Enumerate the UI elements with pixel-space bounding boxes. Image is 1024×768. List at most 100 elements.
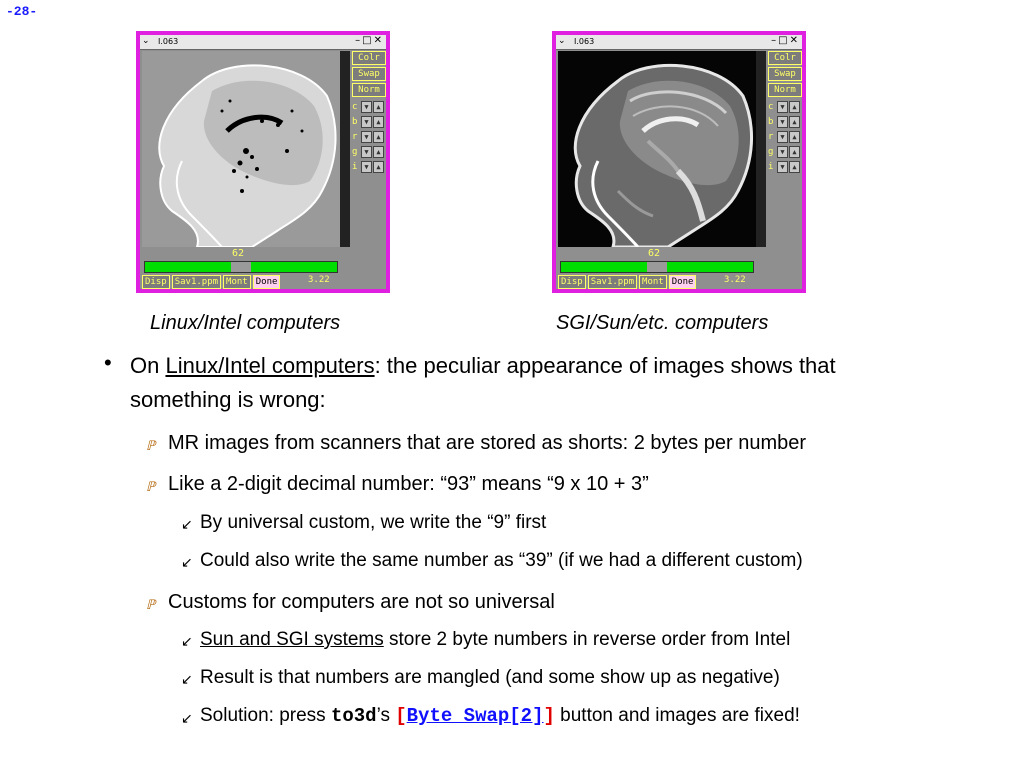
up-arrow-icon[interactable]: ▲ bbox=[789, 115, 800, 128]
sub-bullet-icon: ℙ bbox=[146, 479, 156, 494]
down-arrow-icon[interactable]: ▼ bbox=[361, 115, 372, 128]
arrow-row-label: i bbox=[352, 161, 358, 172]
slice-value: 62 bbox=[232, 248, 245, 259]
caption-linux: Linux/Intel computers bbox=[150, 312, 341, 334]
window-menu-icon[interactable]: ⌄ bbox=[558, 36, 566, 46]
disp-button[interactable]: Disp bbox=[558, 275, 586, 289]
bullet-dot-icon: • bbox=[104, 350, 112, 375]
linux-intel-link[interactable]: Linux/Intel computers bbox=[165, 353, 375, 378]
up-arrow-icon[interactable]: ▲ bbox=[373, 100, 384, 113]
down-arrow-icon[interactable]: ▼ bbox=[777, 130, 788, 143]
slice-value: 62 bbox=[648, 248, 661, 259]
arrow-bullet-icon: ↙ bbox=[181, 633, 193, 649]
sub-bullet-icon: ℙ bbox=[146, 438, 156, 453]
image-viewer-window-sgi[interactable]: ⌄ I.063 –□✕ Colr Swap Norm c▼▲ b▼▲ r▼▲ g… bbox=[552, 31, 806, 293]
close-icon[interactable]: ✕ bbox=[789, 35, 800, 46]
colr-button[interactable]: Colr bbox=[768, 51, 802, 65]
window-menu-icon[interactable]: ⌄ bbox=[142, 36, 150, 46]
down-arrow-icon[interactable]: ▼ bbox=[777, 145, 788, 158]
down-arrow-icon[interactable]: ▼ bbox=[777, 115, 788, 128]
norm-button[interactable]: Norm bbox=[768, 83, 802, 97]
solution-apostrophe: ’s bbox=[376, 705, 396, 726]
arrow-row-label: i bbox=[768, 161, 774, 172]
image-viewer-window-linux[interactable]: ⌄ I.063 –□✕ Colr Swap Norm c▼▲ b▼▲ r▼▲ g… bbox=[136, 31, 390, 293]
slider-thumb[interactable] bbox=[647, 262, 667, 272]
side-controls: Colr Swap Norm c▼▲ b▼▲ r▼▲ g▼▲ i▼▲ bbox=[768, 51, 802, 174]
up-arrow-icon[interactable]: ▲ bbox=[789, 130, 800, 143]
up-arrow-icon[interactable]: ▲ bbox=[789, 160, 800, 173]
brain-mri-image-mangled[interactable] bbox=[142, 51, 340, 247]
save-ppm-button[interactable]: Sav1.ppm bbox=[171, 275, 222, 289]
sub-bullet-2: Like a 2-digit decimal number: “93” mean… bbox=[168, 473, 649, 495]
bullet-1-text: : the peculiar appearance of images show… bbox=[374, 353, 836, 378]
done-button[interactable]: Done bbox=[252, 275, 281, 289]
slice-slider[interactable] bbox=[144, 261, 338, 273]
down-arrow-icon[interactable]: ▼ bbox=[361, 160, 372, 173]
sub-bullet-2a: By universal custom, we write the “9” fi… bbox=[200, 512, 547, 533]
sun-sgi-link[interactable]: Sun and SGI systems bbox=[200, 629, 384, 650]
bullet-1-prefix: On bbox=[130, 353, 166, 378]
colorbar-strip[interactable] bbox=[756, 51, 766, 247]
bracket-close: ] bbox=[543, 705, 555, 727]
window-title: I.063 bbox=[158, 37, 179, 46]
to3d-program-name: to3d bbox=[330, 705, 377, 727]
arrow-bullet-icon: ↙ bbox=[181, 516, 193, 532]
up-arrow-icon[interactable]: ▲ bbox=[789, 145, 800, 158]
up-arrow-icon[interactable]: ▲ bbox=[373, 160, 384, 173]
arrow-row-label: g bbox=[768, 146, 774, 157]
coordinate-readout: 3.22 bbox=[724, 275, 746, 285]
mont-button[interactable]: Mont bbox=[639, 275, 667, 289]
down-arrow-icon[interactable]: ▼ bbox=[361, 130, 372, 143]
window-titlebar[interactable]: ⌄ I.063 –□✕ bbox=[556, 35, 802, 50]
down-arrow-icon[interactable]: ▼ bbox=[777, 100, 788, 113]
save-ppm-button[interactable]: Sav1.ppm bbox=[587, 275, 638, 289]
solution-prefix: Solution: press bbox=[200, 705, 331, 726]
down-arrow-icon[interactable]: ▼ bbox=[361, 100, 372, 113]
brain-mri-image-correct[interactable] bbox=[558, 51, 756, 247]
slider-thumb[interactable] bbox=[231, 262, 251, 272]
arrow-row-label: c bbox=[352, 101, 358, 112]
maximize-icon[interactable]: □ bbox=[362, 35, 374, 46]
up-arrow-icon[interactable]: ▲ bbox=[373, 115, 384, 128]
solution-rest: button and images are fixed! bbox=[554, 705, 800, 726]
norm-button[interactable]: Norm bbox=[352, 83, 386, 97]
bottom-button-bar: Disp Sav1.ppm Mont Done bbox=[142, 275, 281, 289]
up-arrow-icon[interactable]: ▲ bbox=[373, 145, 384, 158]
bottom-button-bar: Disp Sav1.ppm Mont Done bbox=[558, 275, 697, 289]
bullet-1: On Linux/Intel computers: the peculiar a… bbox=[130, 349, 990, 417]
down-arrow-icon[interactable]: ▼ bbox=[777, 160, 788, 173]
caption-sgi: SGI/Sun/etc. computers bbox=[556, 312, 769, 334]
arrow-bullet-icon: ↙ bbox=[181, 710, 193, 726]
colorbar-strip[interactable] bbox=[340, 51, 350, 247]
byte-swap-button-link[interactable]: Byte Swap[2] bbox=[406, 705, 544, 727]
swap-button[interactable]: Swap bbox=[352, 67, 386, 81]
side-controls: Colr Swap Norm c▼▲ b▼▲ r▼▲ g▼▲ i▼▲ bbox=[352, 51, 386, 174]
arrow-bullet-icon: ↙ bbox=[181, 554, 193, 570]
disp-button[interactable]: Disp bbox=[142, 275, 170, 289]
minimize-icon[interactable]: – bbox=[771, 35, 779, 46]
sub-bullet-1: MR images from scanners that are stored … bbox=[168, 432, 807, 454]
window-title: I.063 bbox=[574, 37, 595, 46]
mont-button[interactable]: Mont bbox=[223, 275, 251, 289]
coordinate-readout: 3.22 bbox=[308, 275, 330, 285]
window-titlebar[interactable]: ⌄ I.063 –□✕ bbox=[140, 35, 386, 50]
sub-bullet-3: Customs for computers are not so univers… bbox=[168, 591, 555, 613]
sub-bullet-icon: ℙ bbox=[146, 597, 156, 612]
close-icon[interactable]: ✕ bbox=[373, 35, 384, 46]
done-button[interactable]: Done bbox=[668, 275, 697, 289]
slice-slider[interactable] bbox=[560, 261, 754, 273]
arrow-row-label: r bbox=[768, 131, 774, 142]
swap-button[interactable]: Swap bbox=[768, 67, 802, 81]
arrow-row-label: g bbox=[352, 146, 358, 157]
up-arrow-icon[interactable]: ▲ bbox=[789, 100, 800, 113]
colr-button[interactable]: Colr bbox=[352, 51, 386, 65]
sub-bullet-3b: Result is that numbers are mangled (and … bbox=[200, 667, 780, 688]
up-arrow-icon[interactable]: ▲ bbox=[373, 130, 384, 143]
arrow-row-label: b bbox=[768, 116, 774, 127]
minimize-icon[interactable]: – bbox=[355, 35, 363, 46]
sub-bullet-3a: Sun and SGI systems store 2 byte numbers… bbox=[200, 629, 790, 651]
arrow-bullet-icon: ↙ bbox=[181, 671, 193, 687]
maximize-icon[interactable]: □ bbox=[778, 35, 790, 46]
arrow-row-label: b bbox=[352, 116, 358, 127]
down-arrow-icon[interactable]: ▼ bbox=[361, 145, 372, 158]
